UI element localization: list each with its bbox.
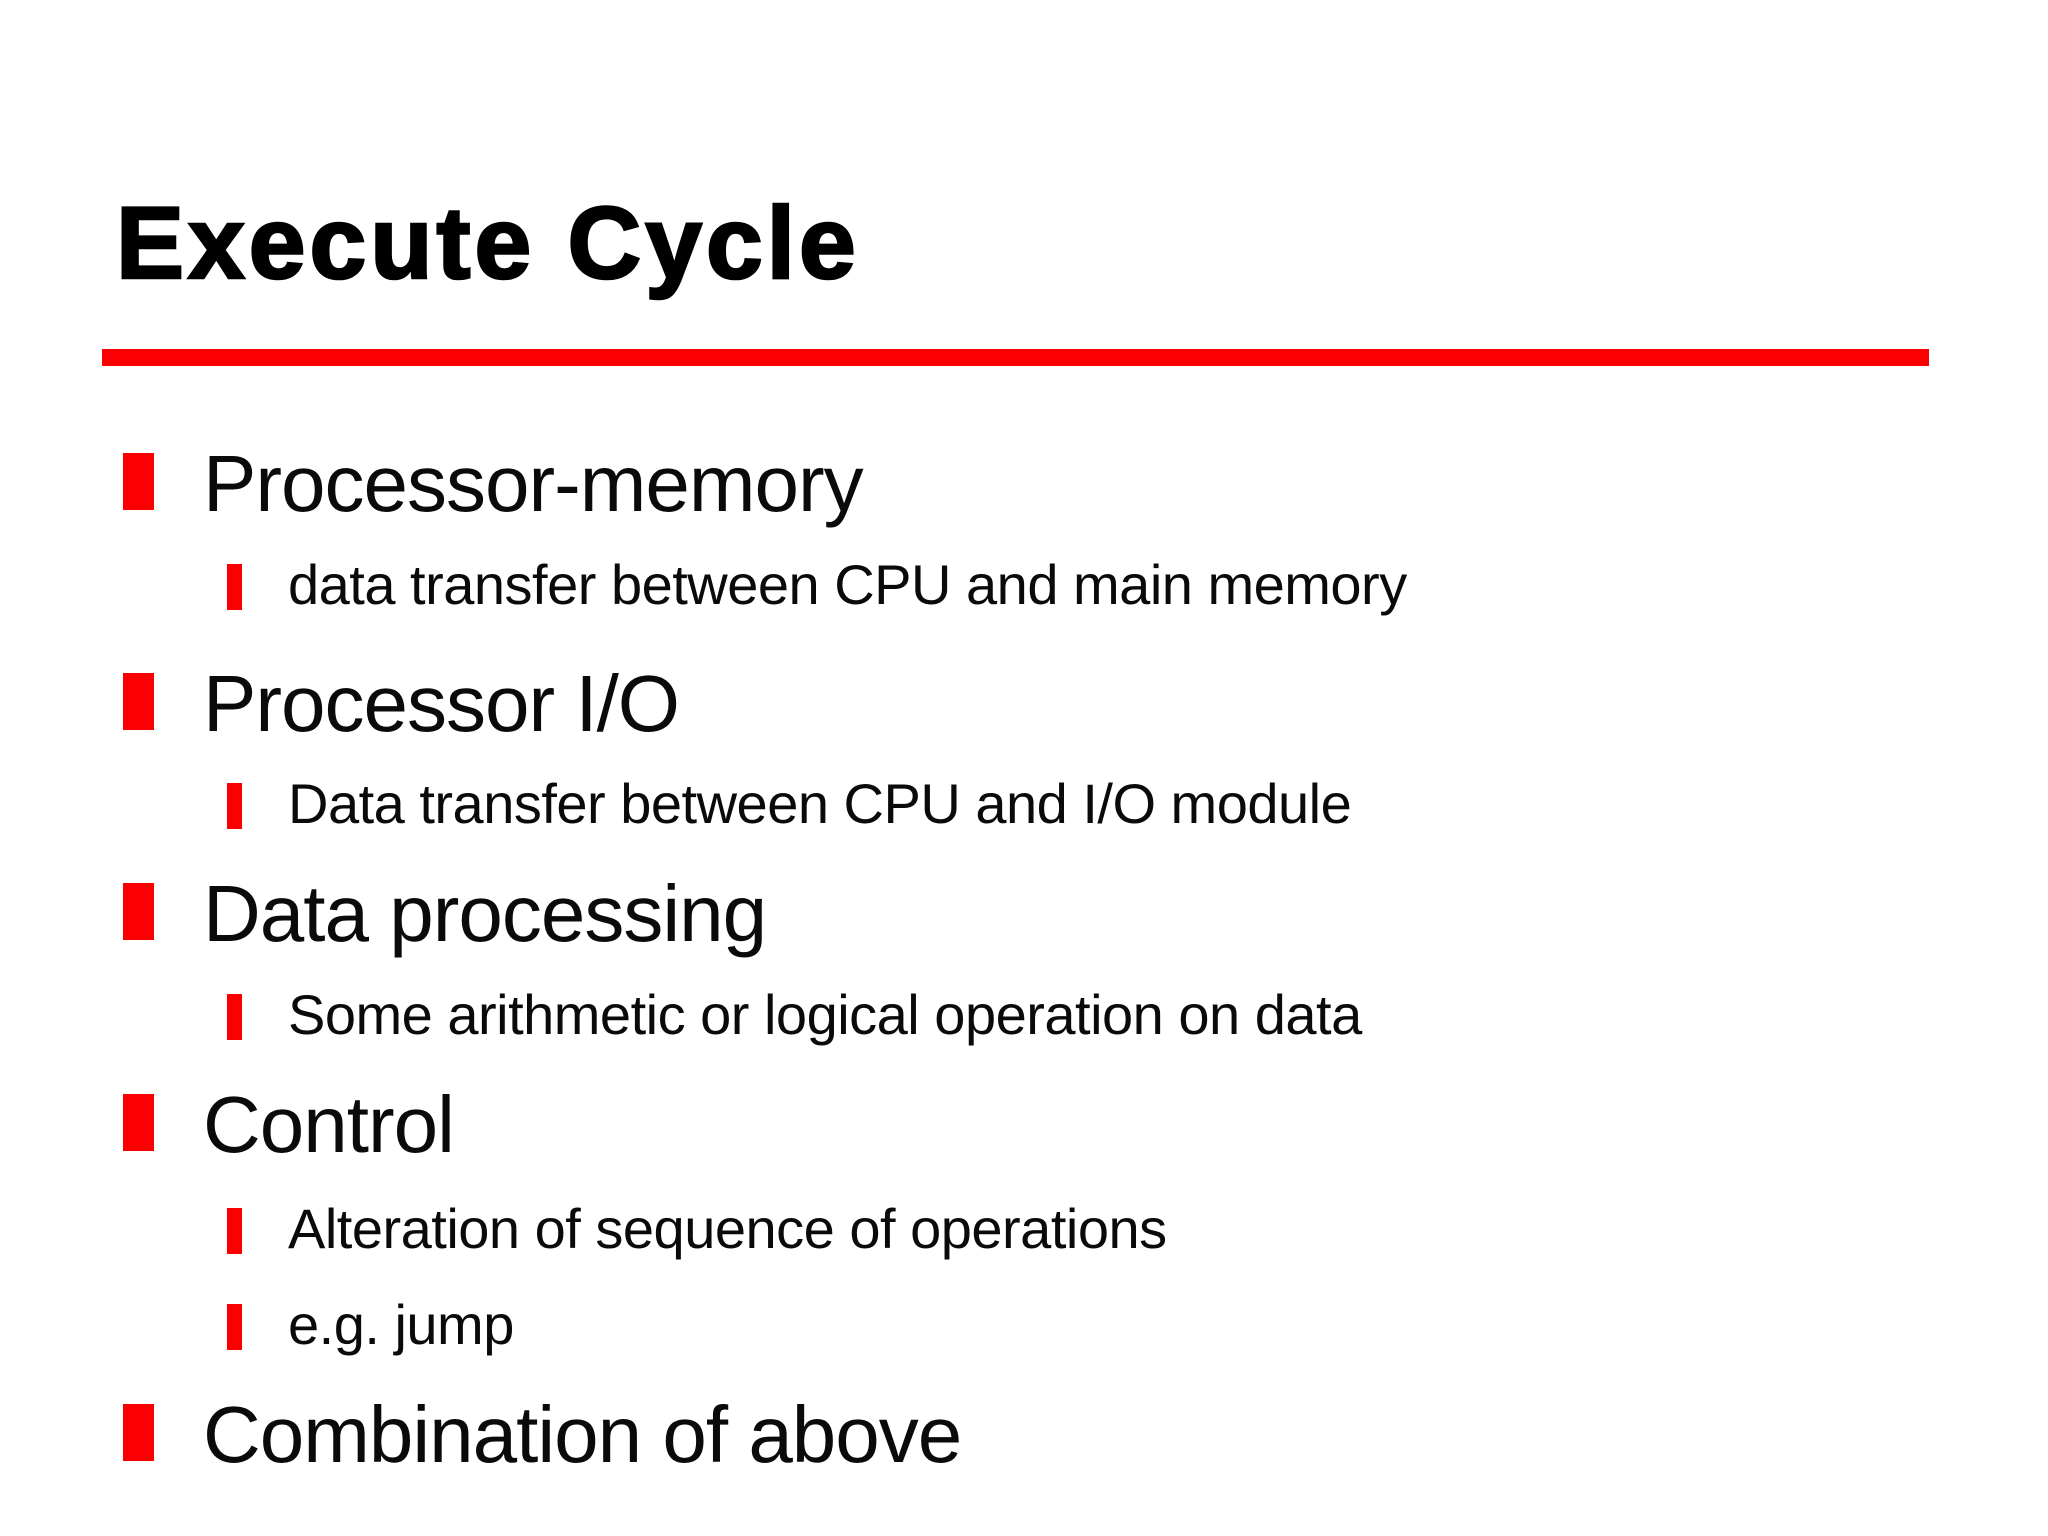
- bullet-text: Some arithmetic or logical operation on …: [288, 983, 1362, 1046]
- bullet-item-level2: data transfer between CPU and main memor…: [227, 557, 1407, 613]
- bullet-item-level2: Data transfer between CPU and I/O module: [227, 772, 1352, 835]
- bullet-text: Control: [203, 1080, 455, 1169]
- bullet-item-level2: e.g. jump: [227, 1297, 514, 1353]
- red-bullet-marker-icon: [227, 564, 242, 610]
- bullet-text: Data transfer between CPU and I/O module: [288, 772, 1352, 835]
- bullet-item-level1: Processor-memory: [123, 439, 864, 528]
- bullet-text: Combination of above: [203, 1390, 962, 1479]
- bullet-item-level2: Alteration of sequence of operations: [227, 1201, 1167, 1257]
- bullet-text: Processor I/O: [203, 659, 680, 748]
- red-bullet-marker-icon: [227, 1304, 242, 1350]
- bullet-item-level1: Data processing: [123, 869, 767, 958]
- red-bullet-marker-icon: [123, 453, 154, 510]
- red-bullet-marker-icon: [227, 1208, 242, 1254]
- bullet-text: Data processing: [203, 869, 767, 958]
- red-bullet-marker-icon: [227, 783, 242, 829]
- red-bullet-marker-icon: [227, 994, 242, 1040]
- title-underline-rule: [102, 349, 1929, 366]
- bullet-text: data transfer between CPU and main memor…: [288, 553, 1407, 616]
- slide-title: Execute Cycle: [115, 186, 860, 300]
- bullet-text: Alteration of sequence of operations: [288, 1197, 1167, 1260]
- bullet-item-level2: Some arithmetic or logical operation on …: [227, 987, 1362, 1043]
- bullet-item-level1: Processor I/O: [123, 659, 680, 748]
- red-bullet-marker-icon: [123, 1404, 154, 1461]
- red-bullet-marker-icon: [123, 1094, 154, 1151]
- red-bullet-marker-icon: [123, 673, 154, 730]
- bullet-text: Processor-memory: [203, 439, 864, 528]
- bullet-text: e.g. jump: [288, 1293, 514, 1356]
- bullet-item-level1: Combination of above: [123, 1390, 962, 1479]
- red-bullet-marker-icon: [123, 883, 154, 940]
- bullet-item-level1: Control: [123, 1080, 455, 1169]
